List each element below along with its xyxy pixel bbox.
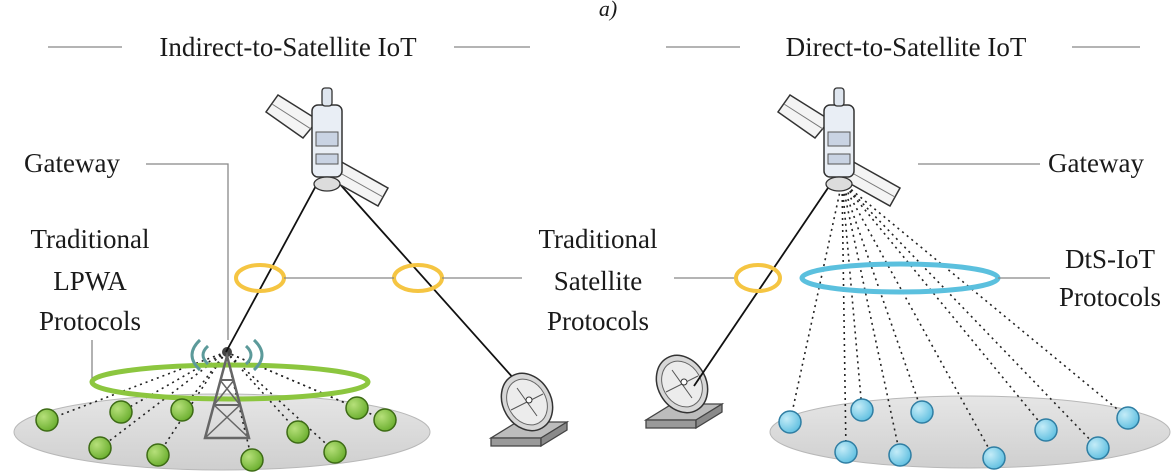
satellite-protocol-label-line-3: Protocols: [547, 306, 649, 336]
dts-links: [789, 181, 1129, 459]
iot-node-icon: [146, 443, 170, 467]
gateway-label-left: Gateway: [24, 148, 120, 178]
iot-node-icon: [35, 408, 59, 432]
direct-panel-title: Direct-to-Satellite IoT: [786, 32, 1027, 62]
iot-node-icon: [778, 410, 802, 434]
indirect-panel-title: Indirect-to-Satellite IoT: [159, 32, 417, 62]
iot-node-icon: [286, 420, 310, 444]
iot-node-icon: [888, 443, 912, 467]
indirect-panel: Indirect-to-Satellite IoT: [13, 32, 568, 472]
satellite-protocol-ring: [234, 263, 286, 293]
iot-node-icon: [88, 436, 112, 460]
panel-letter: a): [599, 0, 617, 21]
iot-node-icon: [1086, 436, 1110, 460]
iot-node-icon: [834, 440, 858, 464]
ground-station-dish-icon: [490, 363, 568, 447]
iot-node-icon: [109, 400, 133, 424]
dts-label-line-2: Protocols: [1059, 282, 1161, 312]
gateway-label-right: Gateway: [1048, 148, 1144, 178]
iot-nodes-left: [35, 396, 397, 472]
direct-panel: Direct-to-Satellite IoT a): [599, 0, 1171, 470]
center-label: Traditional Satellite Protocols: [538, 224, 734, 336]
satellite-protocol-ring: [734, 263, 782, 293]
iot-node-icon: [323, 440, 347, 464]
iot-node-icon: [1116, 406, 1140, 430]
satellite-protocol-label-line-1: Traditional: [538, 224, 657, 254]
ground-area-right: [769, 395, 1171, 469]
dts-label-line-1: DtS-IoT: [1065, 244, 1155, 274]
satellite-to-dish-link: [693, 181, 833, 387]
satellite-protocol-label-line-2: Satellite: [554, 266, 642, 296]
satellite-icon: [265, 87, 389, 207]
lpwa-label-line-3: Protocols: [39, 306, 141, 336]
iot-node-icon: [982, 446, 1006, 470]
iot-node-icon: [373, 408, 397, 432]
satellite-to-dish-link: [337, 181, 516, 381]
lpwa-label-line-2: LPWA: [53, 266, 127, 296]
iot-node-icon: [170, 398, 194, 422]
iot-node-icon: [1034, 418, 1058, 442]
lpwa-label-line-1: Traditional: [30, 224, 149, 254]
satellite-icon: [777, 87, 901, 207]
ground-station-dish-icon: [645, 345, 723, 429]
iot-nodes-right: [778, 398, 1140, 470]
iot-node-icon: [240, 448, 264, 472]
iot-node-icon: [345, 396, 369, 420]
satellite-protocol-ring: [392, 263, 444, 293]
iot-node-icon: [850, 398, 874, 422]
gateway-leader-left: [146, 163, 229, 340]
iot-node-icon: [910, 400, 934, 424]
